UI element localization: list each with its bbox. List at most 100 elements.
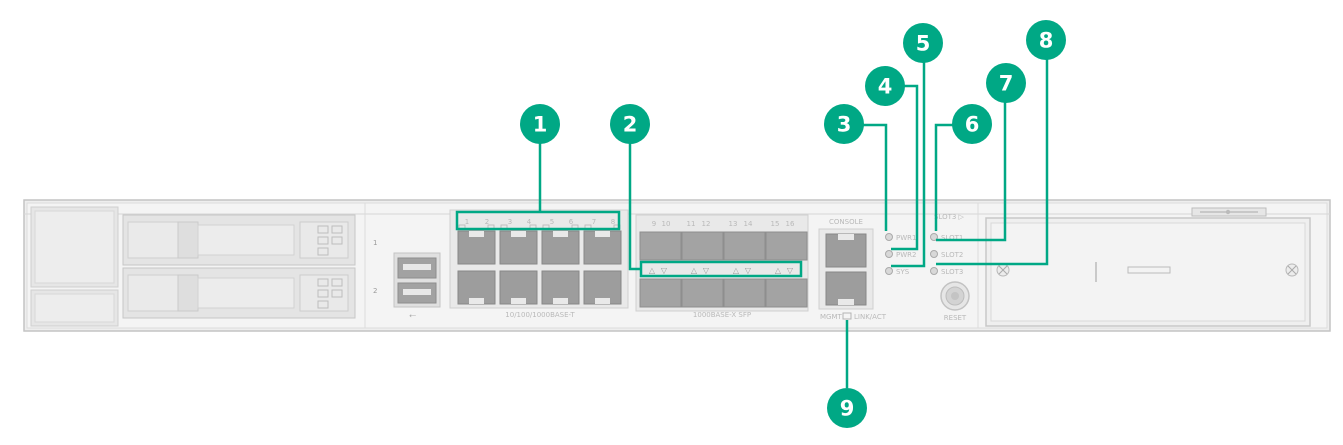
callout-number: 4 (878, 75, 893, 99)
disk-bay-number-2: 2 (373, 287, 377, 295)
callout-3-leader (862, 123, 888, 231)
sfp-led-indicator: ▽ (745, 266, 752, 275)
callout-8-leader (936, 59, 1049, 266)
led-pwr2-label: PWR2 (896, 251, 916, 259)
led-sys (885, 267, 893, 275)
port-number-label: 5 (550, 218, 554, 226)
callout-badge-5: 5 (903, 23, 943, 63)
rj45-port-5[interactable] (541, 224, 580, 265)
led-slot2 (930, 250, 938, 258)
sfp-port-12[interactable] (681, 278, 724, 308)
rj45-port-4[interactable] (499, 270, 538, 305)
callout-number: 7 (999, 72, 1014, 96)
screw-icon (1285, 263, 1299, 277)
mgmt-link-led (842, 312, 852, 320)
sfp-led-indicator: △ (649, 266, 656, 275)
callout-6-leader (934, 123, 953, 231)
sfp-group-label: 1000BASE-X SFP (693, 311, 751, 319)
led-pwr1-label: PWR1 (896, 234, 916, 242)
sfp-led-indicator: △ (775, 266, 782, 275)
console-label: CONSOLE (829, 218, 863, 226)
sfp-port-14[interactable] (723, 278, 766, 308)
callout-number: 2 (623, 113, 638, 137)
callout-badge-1: 1 (520, 104, 560, 144)
port-number-label: 16 (786, 220, 795, 228)
callout-badge-3: 3 (824, 104, 864, 144)
sfp-ports[interactable] (639, 231, 808, 308)
led-slot1-label: SLOT1 (941, 234, 963, 242)
port-number-label: 4 (527, 218, 532, 226)
callout-7-leader (936, 102, 1007, 242)
disk-bay-number-1: 1 (373, 239, 377, 247)
led-pwr1 (885, 233, 893, 241)
expansion-slot-cover (985, 207, 1311, 327)
led-pwr2 (885, 250, 893, 258)
rj45-ports[interactable] (457, 224, 622, 305)
sfp-led-indicator: ▽ (661, 266, 668, 275)
port-number-label: 6 (569, 218, 574, 226)
callout-badge-2: 2 (610, 104, 650, 144)
sfp-port-9[interactable] (639, 231, 682, 261)
callout-number: 6 (965, 113, 980, 137)
port-number-label: 1 (465, 218, 469, 226)
sfp-port-10[interactable] (639, 278, 682, 308)
rj45-port-8[interactable] (583, 270, 622, 305)
callout-5-leader (891, 62, 926, 268)
port-number-label: 2 (485, 218, 489, 226)
led-slot1 (930, 233, 938, 241)
callout-number: 1 (533, 113, 548, 137)
mgmt-label: MGMT (820, 313, 843, 321)
callout-badge-8: 8 (1026, 20, 1066, 60)
led-slot3-label: SLOT3 (941, 268, 963, 276)
rj45-port-3[interactable] (499, 224, 538, 265)
sfp-port-11[interactable] (681, 231, 724, 261)
port-number-label: 7 (592, 218, 596, 226)
sfp-port-15[interactable] (765, 231, 808, 261)
sfp-led-indicator: ▽ (703, 266, 710, 275)
callout-badge-4: 4 (865, 66, 905, 106)
rj45-group-label: 10/100/1000BASE-T (505, 311, 575, 319)
port-number-label: 12 (702, 220, 711, 228)
port-number-label: 13 (729, 220, 738, 228)
mgmt-port[interactable] (825, 271, 867, 306)
callout-number: 3 (837, 113, 852, 137)
led-slot2-label: SLOT2 (941, 251, 963, 259)
led-sys-label: SYS (896, 268, 910, 276)
callout-2-leader (628, 143, 641, 271)
port-number-label: 14 (744, 220, 753, 228)
led-slot3 (930, 267, 938, 275)
rj45-port-1[interactable] (457, 224, 496, 265)
usb-icon: ⭠ (409, 311, 416, 321)
sfp-led-indicator: ▽ (787, 266, 794, 275)
port-number-label: 8 (611, 218, 615, 226)
callout-number: 5 (916, 32, 931, 56)
reset-button[interactable] (940, 281, 970, 311)
sfp-port-13[interactable] (723, 231, 766, 261)
rj45-port-6[interactable] (541, 270, 580, 305)
port-number-label: 15 (771, 220, 780, 228)
rj45-port-7[interactable] (583, 224, 622, 265)
rj45-port-2[interactable] (457, 270, 496, 305)
slot3-arrow-label: SLOT3 ▷ (934, 213, 965, 221)
reset-label: RESET (944, 314, 967, 322)
usb-ports[interactable] (393, 252, 441, 308)
link-act-label: LINK/ACT (854, 313, 887, 321)
disk-bay-1[interactable] (122, 214, 356, 266)
sfp-port-16[interactable] (765, 278, 808, 308)
callout-leaders (455, 59, 1049, 388)
callout-badge-7: 7 (986, 63, 1026, 103)
rj45-port-numbers: 1 2 3 4 5 6 7 8 (465, 218, 615, 226)
callout-number: 8 (1039, 29, 1054, 53)
left-mounting-ear (30, 206, 119, 327)
disk-bay-2[interactable] (122, 267, 356, 319)
callout-number: 9 (840, 397, 855, 421)
screw-icon (996, 263, 1010, 277)
callout-badge-9: 9 (827, 388, 867, 428)
callout-4-leader (891, 84, 919, 251)
callout-badge-6: 6 (952, 104, 992, 144)
port-number-label: 9 (652, 220, 656, 228)
port-number-label: 3 (508, 218, 512, 226)
